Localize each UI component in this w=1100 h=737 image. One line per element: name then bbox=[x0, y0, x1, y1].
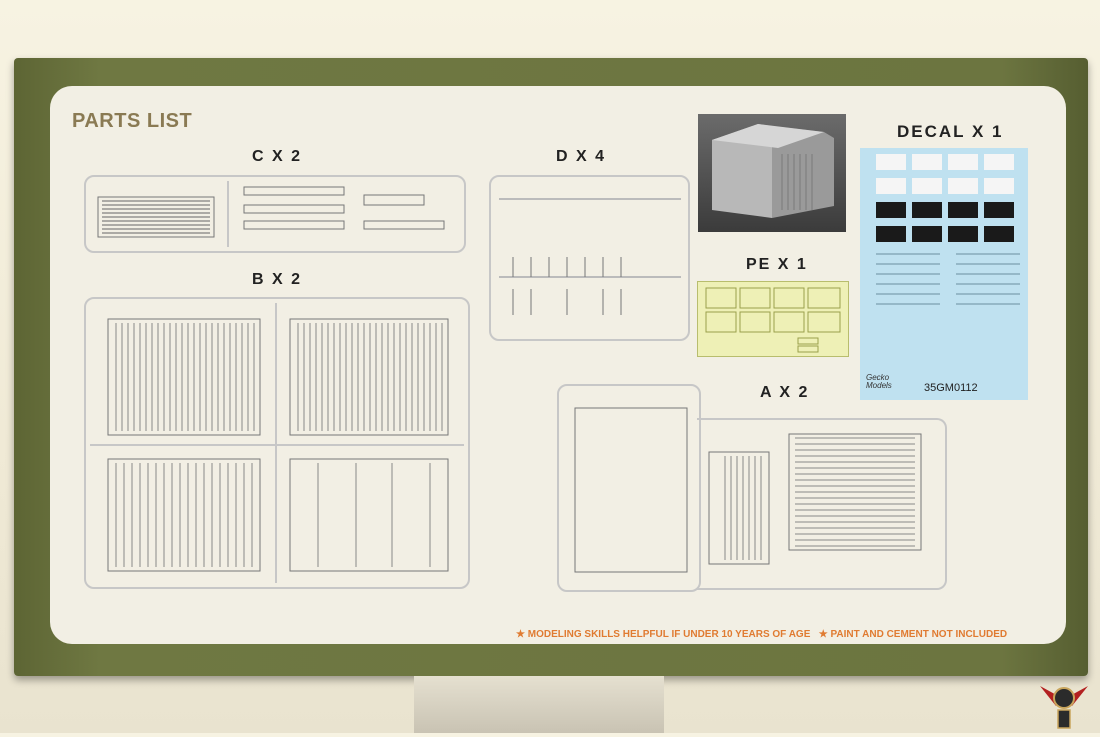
pe-label: PE X 1 bbox=[746, 256, 808, 273]
star-icon: ★ bbox=[818, 629, 828, 640]
sprue-a-right-drawing bbox=[708, 433, 922, 565]
sprue-a-left-drawing bbox=[574, 407, 688, 573]
footer-note-age: MODELING SKILLS HELPFUL IF UNDER 10 YEAR… bbox=[527, 629, 811, 640]
sprue-b-drawing bbox=[90, 303, 464, 583]
sprue-c-drawing bbox=[97, 181, 445, 247]
model-photo-drawing bbox=[712, 124, 834, 218]
decal-brand-line2: Models bbox=[866, 381, 892, 390]
sprue-c-label: C X 2 bbox=[252, 148, 303, 165]
decal-sheet-drawing bbox=[876, 154, 1020, 305]
sprue-b-label: B X 2 bbox=[252, 271, 303, 288]
sprue-d bbox=[489, 175, 690, 341]
pe-fret bbox=[697, 281, 849, 357]
decal-label: DECAL X 1 bbox=[897, 122, 1004, 141]
sprue-d-label: D X 4 bbox=[556, 148, 607, 165]
rm-winged-logo-drawing bbox=[1040, 686, 1088, 729]
sprue-d-drawing bbox=[499, 198, 681, 315]
decal-brand: Gecko Models bbox=[866, 374, 892, 390]
star-icon: ★ bbox=[516, 629, 525, 640]
pe-fret-drawing bbox=[705, 287, 841, 353]
rm-winged-logo-icon bbox=[1036, 676, 1092, 732]
footer-notes: ★ MODELING SKILLS HELPFUL IF UNDER 10 YE… bbox=[516, 629, 1007, 640]
footer-note-paint: PAINT AND CEMENT NOT INCLUDED bbox=[830, 629, 1008, 640]
model-photo bbox=[698, 114, 846, 232]
decal-brand-line1: Gecko bbox=[866, 373, 890, 382]
parts-list-title: PARTS LIST bbox=[72, 110, 193, 132]
display-stand bbox=[414, 676, 664, 733]
decal-code: 35GM0112 bbox=[924, 382, 978, 394]
sprue-a-left bbox=[557, 384, 701, 592]
decal-sheet: Gecko Models 35GM0112 bbox=[860, 148, 1028, 400]
sprue-b bbox=[84, 297, 470, 589]
sprue-c bbox=[84, 175, 466, 253]
sprue-a-right bbox=[697, 418, 947, 590]
sprue-a-label: A X 2 bbox=[760, 384, 810, 401]
